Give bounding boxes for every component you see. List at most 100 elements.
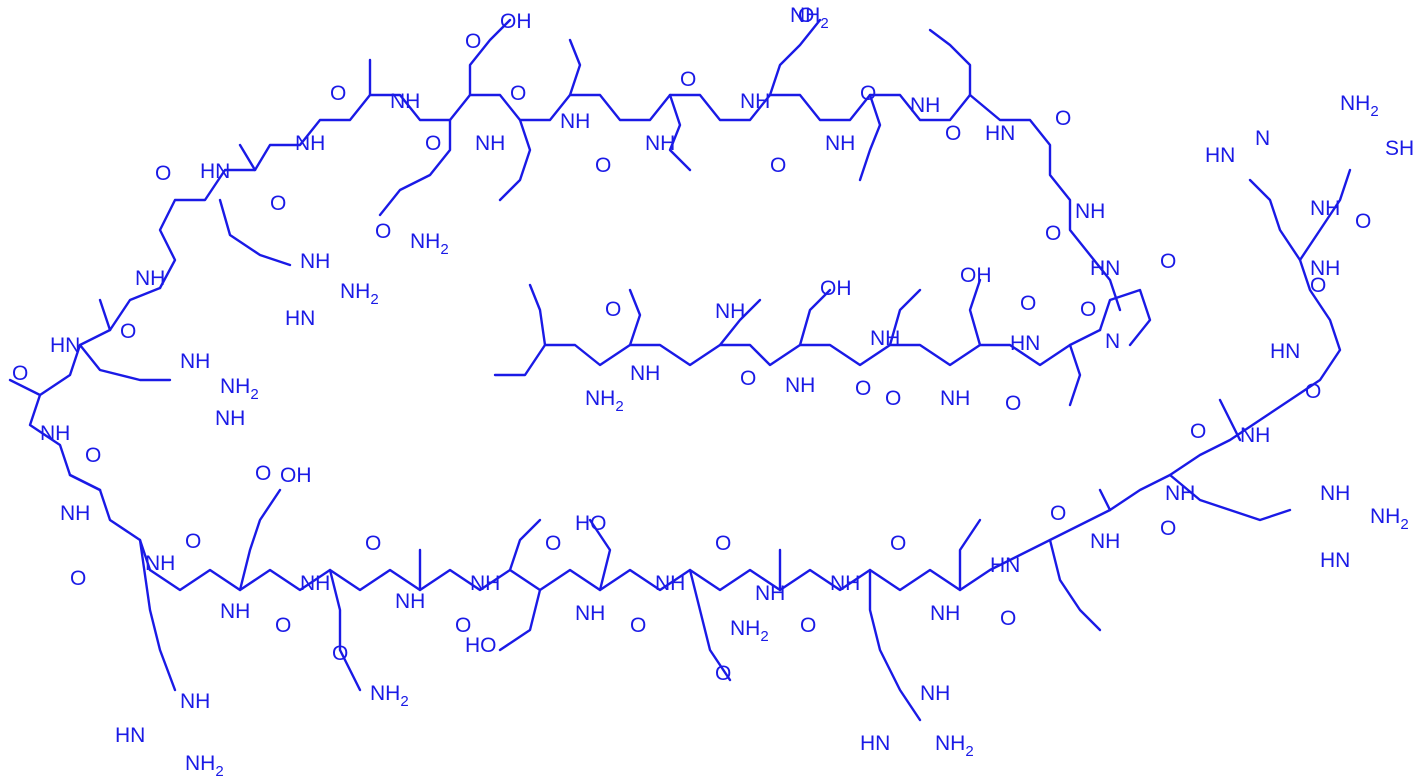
atom-label-92: O [545,532,561,555]
atom-label-107: O [715,662,731,685]
bond-path-10 [568,38,582,97]
bond-path-30 [958,518,982,592]
atom-label-112: NH2 [185,752,224,780]
atom-label-42: NH [1310,257,1340,280]
atom-label-26: O [595,154,611,177]
atom-label-35: NH [135,267,165,290]
bond-lines [8,18,1352,722]
atom-label-24: O [270,192,286,215]
atom-label-37: NH2 [340,280,379,308]
atom-label-98: O [800,614,816,637]
atom-label-103: HN [990,554,1020,577]
bond-path-33 [1168,473,1292,522]
atom-label-76: O [255,462,271,485]
bond-path-21 [238,488,282,592]
atom-label-46: OH [820,277,852,300]
bond-path-7 [378,118,452,217]
atom-label-96: O [715,532,731,555]
atom-label-52: O [120,320,136,343]
bond-path-14 [928,28,972,97]
bond-path-34 [1218,398,1242,442]
atom-label-25: O [425,132,441,155]
bond-path-35 [1248,178,1302,262]
atom-label-27: O [770,154,786,177]
atom-label-108: NH2 [370,682,409,710]
atom-label-75: OH [280,464,312,487]
atom-label-64: NH2 [585,387,624,415]
atom-label-91: O [455,614,471,637]
atom-label-101: NH [930,602,960,625]
atom-label-99: NH [830,572,860,595]
bond-path-40 [888,288,922,347]
atom-label-88: O [365,532,381,555]
bond-path-32 [1098,488,1112,512]
atom-label-49: N [1105,330,1120,353]
atom-label-33: O [1355,210,1371,233]
bond-path-18 [8,378,42,397]
atom-label-102: O [1000,607,1016,630]
atom-label-94: O [630,614,646,637]
atom-label-31: NH [1075,200,1105,223]
atom-label-97: NH [755,582,785,605]
bond-path-38 [718,298,762,347]
atom-label-17: HN [985,122,1015,145]
atom-label-18: O [155,162,171,185]
bond-path-26 [588,518,612,592]
atom-label-19: HN [200,160,230,183]
atom-label-21: NH [475,132,505,155]
atom-label-14: NH [560,110,590,133]
atom-label-6: HN [1205,144,1235,167]
atom-label-23: NH [825,132,855,155]
bond-path-36 [528,283,547,347]
atom-label-114: HN [860,732,890,755]
atom-label-66: NH [1240,424,1270,447]
bond-path-41 [968,278,982,347]
atom-label-0: OH [500,10,532,33]
atom-label-73: NH [145,552,175,575]
atom-label-89: NH [395,590,425,613]
atom-label-54: NH [180,350,210,373]
atom-label-87: O [275,614,291,637]
atom-label-22: NH [645,132,675,155]
atom-label-80: O [1160,517,1176,540]
atom-label-51: HN [1010,332,1040,355]
atom-label-32: NH [1310,197,1340,220]
bond-path-11 [668,93,692,172]
atom-label-115: NH2 [935,732,974,760]
atom-label-68: O [12,362,28,385]
atom-label-85: NH [220,600,250,623]
atom-label-71: O [85,444,101,467]
atom-label-5: SH [1385,137,1414,160]
bond-path-20 [138,538,177,692]
atom-label-84: O [70,567,86,590]
bond-path-31 [1048,538,1102,632]
atom-label-13: NH [390,90,420,113]
atom-label-4: NH2 [1340,92,1379,120]
atom-label-48: O [1020,292,1036,315]
atom-label-81: NH [1320,482,1350,505]
atom-label-2: O [465,30,481,53]
bond-path-0 [158,93,972,290]
atom-label-60: O [855,377,871,400]
atom-label-104: HO [465,634,497,657]
bond-path-37 [628,288,642,347]
atom-label-86: NH [300,572,330,595]
bond-path-24 [508,518,542,572]
atom-label-106: HO [575,512,607,535]
bond-path-39 [798,288,832,347]
bond-path-16 [98,298,112,332]
atom-label-72: NH [60,502,90,525]
atom-label-38: HN [285,307,315,330]
atom-label-63: O [1005,392,1021,415]
atom-label-29: O [375,220,391,243]
atom-label-39: HN [1090,257,1120,280]
atom-label-95: NH [655,572,685,595]
bond-path-25 [498,588,542,652]
atom-label-36: NH [300,250,330,273]
bond-path-12 [768,18,822,97]
atom-label-90: NH [470,572,500,595]
atom-label-7: N [1255,127,1270,150]
atom-label-53: HN [50,334,80,357]
